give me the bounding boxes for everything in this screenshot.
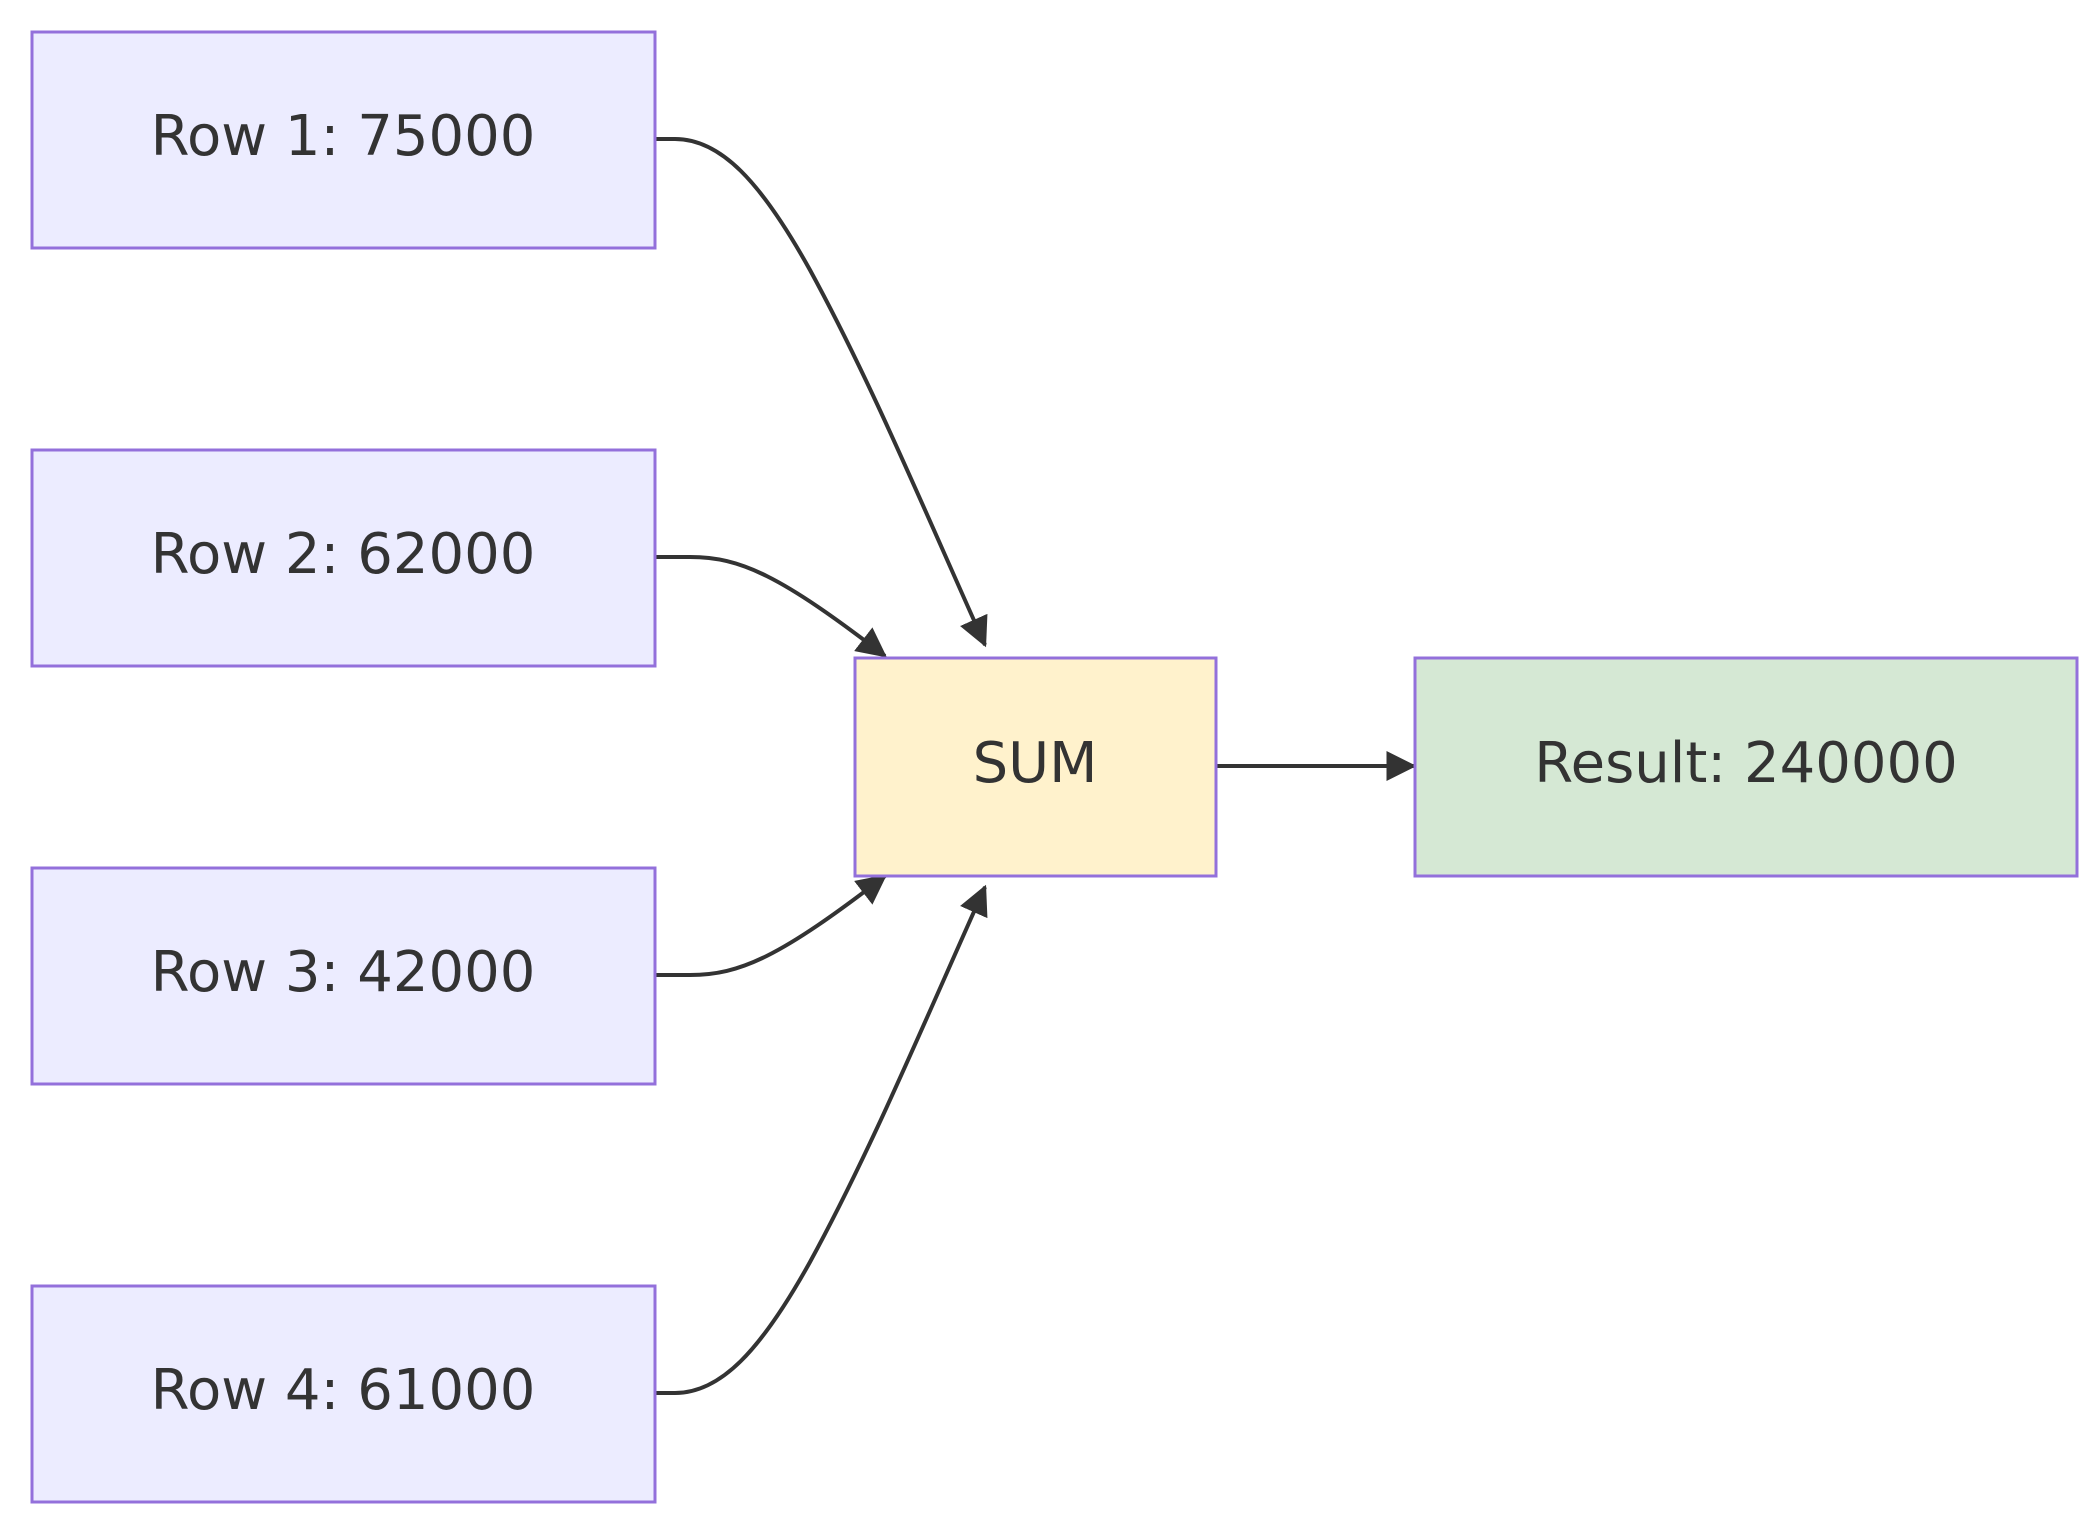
- node-row-2: Row 2: 62000: [30, 448, 657, 668]
- node-sum-box: [853, 656, 1218, 878]
- node-row-1-label: Row 1: 75000: [151, 104, 536, 169]
- edges-layer: [655, 137, 1417, 1395]
- edge-row1-to-sum: [655, 137, 988, 648]
- node-row-4-label: Row 4: 61000: [151, 1358, 536, 1423]
- node-sum: SUM: [853, 656, 1218, 878]
- node-row-1-box: [30, 30, 657, 250]
- node-row-3: Row 3: 42000: [30, 866, 657, 1086]
- node-row-4: Row 4: 61000: [30, 1284, 657, 1504]
- node-row-2-box: [30, 448, 657, 668]
- edge-row2-to-sum: [655, 555, 887, 658]
- edge-row3-to-sum: [655, 874, 887, 977]
- node-row-1: Row 1: 75000: [30, 30, 657, 250]
- node-result-box: [1413, 656, 2079, 878]
- node-row-4-box: [30, 1284, 657, 1504]
- node-result: Result: 240000: [1413, 656, 2079, 878]
- node-row-2-label: Row 2: 62000: [151, 522, 536, 587]
- node-row-3-label: Row 3: 42000: [151, 940, 536, 1005]
- node-row-3-box: [30, 866, 657, 1086]
- node-result-label: Result: 240000: [1534, 731, 1957, 796]
- node-sum-label: SUM: [973, 731, 1098, 796]
- edge-row4-to-sum: [655, 884, 988, 1395]
